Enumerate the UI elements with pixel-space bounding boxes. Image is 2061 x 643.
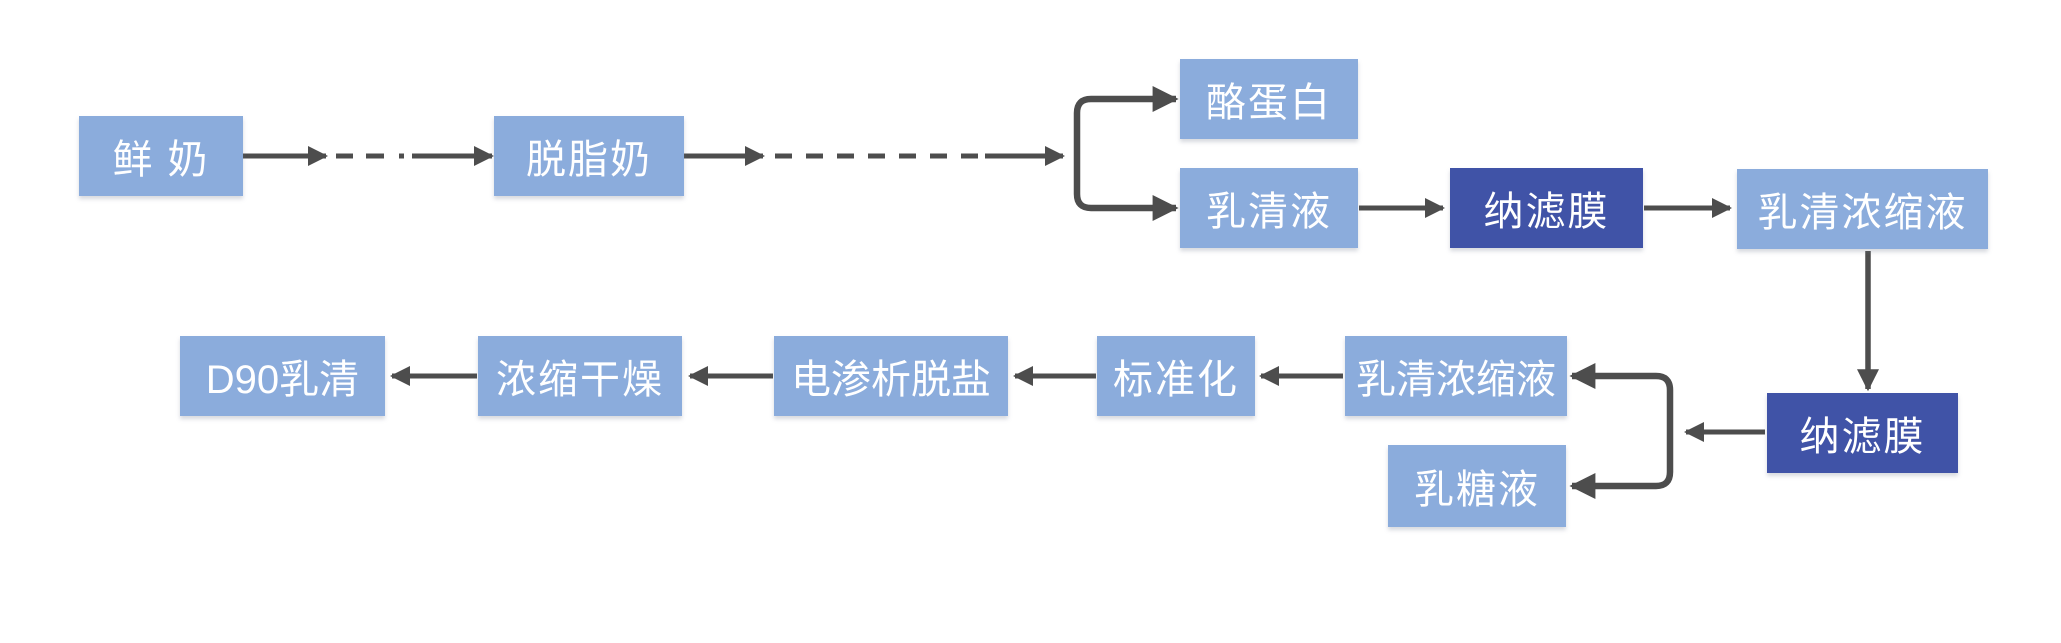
node-lactose-liquid: 乳糖液: [1388, 445, 1566, 527]
edge-split-to-casein-and-whey-liquid: [1073, 86, 1179, 221]
node-whey-concentrate-2: 乳清浓缩液: [1345, 336, 1567, 416]
node-casein: 酪蛋白: [1180, 59, 1358, 139]
node-skim-milk: 脱脂奶: [494, 116, 684, 196]
node-whey-concentrate-1: 乳清浓缩液: [1737, 169, 1988, 249]
node-nf-membrane-1: 纳滤膜: [1450, 168, 1643, 248]
node-electrodialysis-desalting: 电渗析脱盐: [774, 336, 1008, 416]
node-concentration-drying: 浓缩干燥: [478, 336, 682, 416]
node-nf-membrane-2: 纳滤膜: [1767, 393, 1958, 473]
node-fresh-milk: 鲜 奶: [79, 116, 243, 196]
node-whey-liquid: 乳清液: [1180, 168, 1358, 248]
edge-split-to-whey-concentrate-2-and-lactose: [1569, 363, 1674, 499]
node-standardization: 标准化: [1097, 336, 1255, 416]
node-d90-whey: D90乳清: [180, 336, 385, 416]
